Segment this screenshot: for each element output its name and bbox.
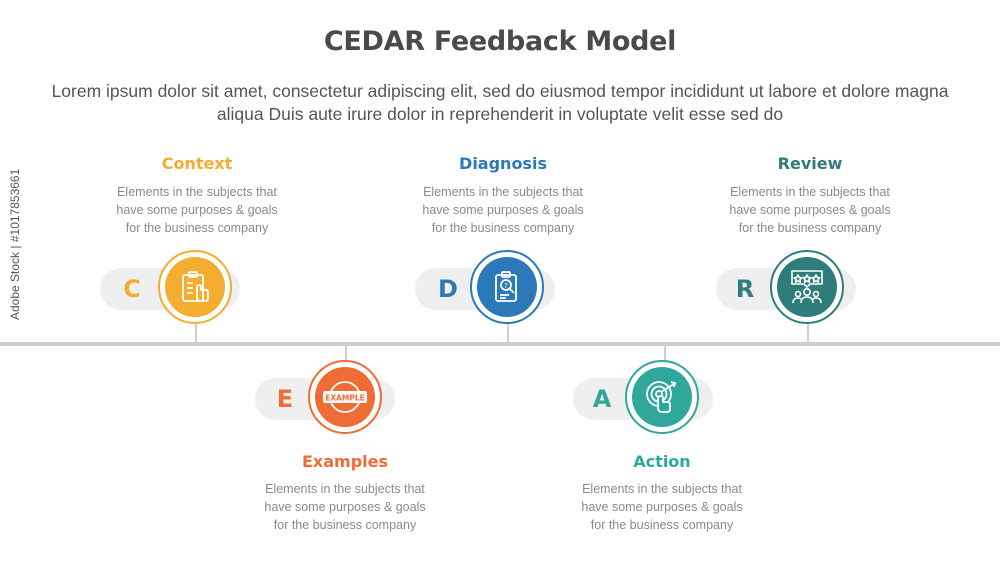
svg-text:?: ? [504,282,508,290]
desc-line: have some purposes & goals [116,203,278,217]
connector-stem [195,320,197,344]
timeline-line [0,342,1000,346]
stamp-label: EXAMPLE [325,394,365,403]
step-heading: Action [633,452,691,471]
step-circle: ? [470,250,544,324]
step-letter: C [123,275,141,303]
desc-line: for the business company [431,221,575,235]
watermark-separator: | [8,245,22,249]
desc-line: Elements in the subjects that [730,185,890,199]
desc-line: have some purposes & goals [422,203,584,217]
watermark-id: #1017853661 [8,168,22,243]
connector-stem [345,344,347,364]
step-heading: Examples [301,452,389,471]
connector-stem [507,320,509,344]
step-letter: E [276,385,294,413]
step-description: Elements in the subjects that have some … [235,480,455,534]
step-circle [625,360,699,434]
desc-line: have some purposes & goals [264,500,426,514]
page-subtitle: Lorem ipsum dolor sit amet, consectetur … [51,81,949,124]
step-disk [777,257,837,317]
step-heading: Review [777,154,843,173]
step-description: Elements in the subjects that have some … [87,183,307,237]
desc-line: for the business company [738,221,882,235]
step-circle: EXAMPLE [308,360,382,434]
desc-line: for the business company [273,518,417,532]
step-description: Elements in the subjects that have some … [552,480,772,534]
desc-line: Elements in the subjects that [582,482,742,496]
watermark-brand: Adobe Stock [8,251,22,320]
desc-line: have some purposes & goals [729,203,891,217]
connector-stem [664,344,666,364]
step-heading: Context [161,154,233,173]
desc-line: Elements in the subjects that [265,482,425,496]
step-circle [770,250,844,324]
desc-line: have some purposes & goals [581,500,743,514]
desc-line: Elements in the subjects that [117,185,277,199]
step-heading: Diagnosis [459,154,547,173]
step-disk: ? [477,257,537,317]
step-description: Elements in the subjects that have some … [700,183,920,237]
step-disk [165,257,225,317]
step-description: Elements in the subjects that have some … [393,183,613,237]
step-disk: EXAMPLE [315,367,375,427]
watermark: Adobe Stock | #1017853661 [8,169,22,320]
step-letter: R [735,275,755,303]
desc-line: Elements in the subjects that [423,185,583,199]
step-letter: D [438,275,458,303]
rating-users-icon [788,268,826,306]
example-stamp-icon: EXAMPLE [320,379,370,415]
desc-line: for the business company [590,518,734,532]
desc-line: for the business company [125,221,269,235]
clipboard-hand-icon [177,269,213,305]
connector-stem [807,320,809,344]
step-letter: A [592,385,612,413]
target-tap-icon [643,378,681,416]
clipboard-magnifier-icon: ? [489,269,525,305]
step-disk [632,367,692,427]
step-circle [158,250,232,324]
page-title: CEDAR Feedback Model [323,26,677,57]
